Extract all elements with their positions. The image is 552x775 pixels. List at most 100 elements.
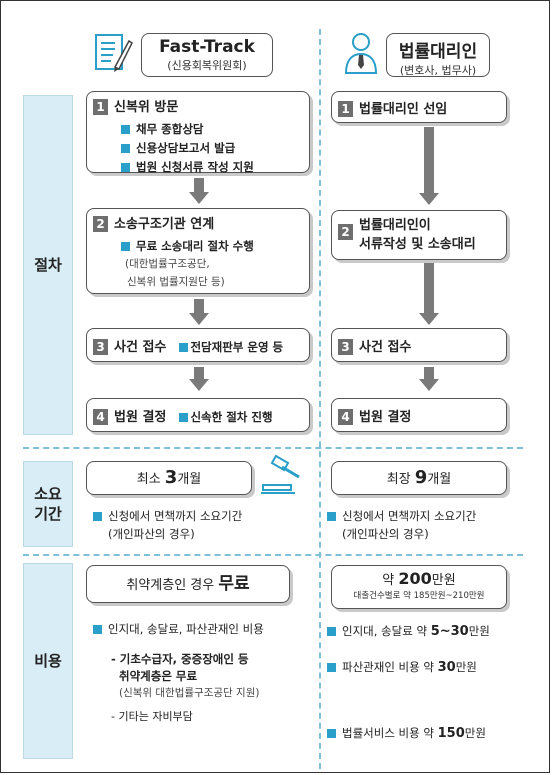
duration-right-box: 최장 9개월	[331, 461, 507, 495]
step-note: 신복위 법률지원단 등)	[127, 276, 225, 288]
bullet-icon	[121, 125, 130, 134]
bullet-icon	[121, 163, 130, 172]
gavel-icon	[259, 453, 309, 495]
list-item: 신청에서 면책까지 소요기간	[93, 507, 317, 525]
note-sub: (개인파산의 경우)	[108, 527, 195, 541]
left-step-4: 4 법원 결정 신속한 절차 진행	[86, 398, 310, 432]
step-title: 법원 결정	[359, 410, 412, 425]
duration-suffix: 개월	[427, 472, 452, 487]
cost-prefix: 취약계층인 경우	[126, 578, 219, 593]
step-number: 3	[338, 338, 353, 355]
step-number: 2	[93, 215, 108, 232]
step-title: 사건 접수	[359, 340, 412, 355]
list-item: 무료 소송대리 절차 수행	[121, 237, 303, 255]
section-duration-label: 소요 기간	[34, 484, 62, 523]
bullet-icon	[93, 625, 102, 634]
right-step-3: 3 사건 접수	[331, 328, 507, 362]
cost-left-box: 취약계층인 경우 무료	[86, 565, 290, 603]
right-header-box: 법률대리인 (변호사, 법무사)	[386, 33, 490, 77]
cost-sub-note: (신복위 대한법률구조공단 지원)	[119, 687, 260, 699]
duration-left-box: 최소 3개월	[86, 461, 252, 495]
right-step-2: 2 법률대리인이 서류작성 및 소송대리	[331, 210, 507, 260]
right-header-title: 법률대리인	[398, 42, 478, 62]
list-item: 인지대, 송달료, 파산관재인 비용	[93, 621, 317, 637]
step-number: 1	[338, 100, 353, 117]
section-procedure: 절차	[23, 95, 73, 435]
step-number: 4	[93, 408, 108, 425]
list-item: 신청에서 면책까지 소요기간	[327, 507, 551, 525]
bullet-icon	[327, 627, 336, 636]
cost-right-item-1: 인지대, 송달료 약 5~30만원	[327, 623, 547, 639]
bullet-icon	[121, 242, 130, 251]
step-title: 소송구조기관 연계	[114, 217, 215, 232]
list-item: 법원 신청서류 작성 지원	[121, 158, 303, 177]
step-title: 신복위 방문	[114, 100, 179, 115]
cost-prefix: 약	[382, 573, 399, 588]
left-header-box: Fast-Track (신용회복위원회)	[141, 33, 273, 77]
duration-right-note: 신청에서 면책까지 소요기간 (개인파산의 경우)	[327, 507, 551, 543]
cost-left-details: 인지대, 송달료, 파산관재인 비용 - 기초수급자, 중증장애인 등 취약계층…	[93, 621, 317, 725]
step-number: 1	[93, 98, 108, 115]
arrow-down-icon	[189, 299, 209, 327]
step-title: 사건 접수	[114, 340, 167, 355]
divider-2	[23, 554, 523, 556]
left-step-2: 2 소송구조기관 연계 무료 소송대리 절차 수행 (대한법률구조공단, 신복위 …	[86, 208, 310, 294]
arrow-down-icon	[189, 367, 209, 395]
person-icon	[341, 29, 381, 75]
cost-sub-line: - 기타는 자비부담	[111, 710, 193, 723]
step-number: 3	[93, 338, 108, 355]
duration-prefix: 최소	[136, 472, 165, 487]
document-pen-icon	[93, 29, 133, 75]
duration-suffix: 개월	[177, 472, 202, 487]
bullet-icon	[93, 512, 102, 521]
right-step-4: 4 법원 결정	[331, 398, 507, 432]
cost-right-box: 약 200만원 대출건수별로 약 185만원~210만원	[331, 565, 507, 609]
cost-suffix: 만원	[431, 573, 456, 588]
duration-left-note: 신청에서 면책까지 소요기간 (개인파산의 경우)	[93, 507, 317, 543]
divider-1	[23, 447, 523, 449]
list-item: 신용상담보고서 발급	[121, 139, 303, 158]
left-step-2-header: 2 소송구조기관 연계	[93, 213, 303, 232]
left-header-subtitle: (신용회복위원회)	[167, 59, 247, 72]
cost-sub-line: 취약계층은 무료	[119, 669, 198, 683]
cost-right-item-2: 파산관재인 비용 약 30만원	[327, 659, 547, 675]
left-header-title: Fast-Track	[159, 37, 255, 57]
bullet-icon	[327, 512, 336, 521]
arrow-down-icon	[189, 178, 209, 206]
bullet-icon	[179, 413, 189, 422]
step-title: 법원 결정	[114, 410, 167, 425]
bullet-icon	[121, 144, 130, 153]
duration-prefix: 최장	[386, 472, 415, 487]
inline-item: 전담재판부 운영 등	[179, 340, 283, 354]
inline-item: 신속한 절차 진행	[179, 410, 273, 424]
step-title: 서류작성 및 소송대리	[359, 237, 476, 252]
cost-right-item-3: 법률서비스 비용 약 150만원	[327, 725, 547, 741]
step-number: 4	[338, 408, 353, 425]
list-item: 채무 종합상담	[121, 120, 303, 139]
step-title: 법률대리인 선임	[359, 102, 448, 117]
cost-value: 200	[398, 569, 432, 588]
cost-sub-line: - 기초수급자, 중증장애인 등	[111, 652, 249, 666]
left-step-1-header: 1 신복위 방문	[93, 96, 303, 115]
duration-value: 9	[414, 467, 428, 488]
bullet-icon	[179, 343, 189, 352]
step-note: (대한법률구조공단,	[125, 258, 210, 270]
left-step-1: 1 신복위 방문 채무 종합상담 신용상담보고서 발급 법원 신청서류 작성 지원	[86, 91, 310, 174]
duration-value: 3	[164, 467, 178, 488]
cost-value: 무료	[218, 574, 250, 594]
section-cost: 비용	[23, 563, 73, 759]
step-number: 2	[338, 224, 353, 240]
cost-range-note: 대출건수별로 약 185만원~210만원	[353, 591, 485, 601]
column-divider	[319, 29, 321, 769]
section-duration: 소요 기간	[23, 461, 73, 547]
bullet-icon	[327, 729, 336, 738]
bullet-icon	[327, 663, 336, 672]
note-sub: (개인파산의 경우)	[342, 527, 429, 541]
step-title: 법률대리인이	[359, 218, 431, 233]
arrow-down-icon	[419, 127, 439, 207]
left-step-3: 3 사건 접수 전담재판부 운영 등	[86, 328, 310, 362]
right-header-subtitle: (변호사, 법무사)	[399, 64, 477, 77]
arrow-down-icon	[419, 263, 439, 327]
right-step-1: 1 법률대리인 선임	[331, 91, 507, 123]
